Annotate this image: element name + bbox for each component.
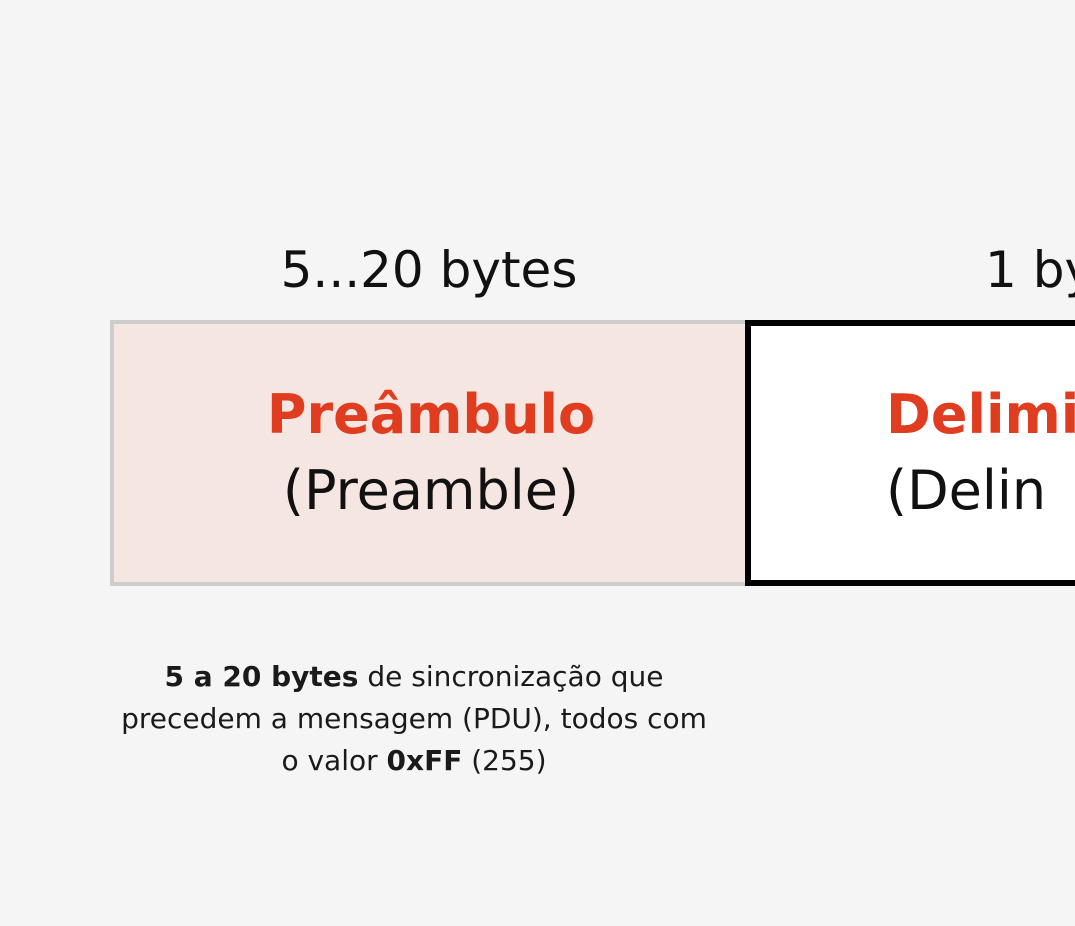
delimiter-size-label: 1 by [985,241,1075,299]
preamble-field-name: Preâmbulo [266,383,596,446]
preamble-description-bold-value: 0xFF [386,744,463,777]
delimiter-field-name: Delimi [886,383,1075,446]
preamble-description: 5 a 20 bytes de sincronização que preced… [110,656,718,782]
preamble-size-label: 5...20 bytes [280,241,578,299]
delimiter-field-box: Delimi (Delin [745,320,1075,586]
preamble-field-box: Preâmbulo (Preamble) [110,320,748,586]
preamble-field-english-name: (Preamble) [282,459,580,522]
delimiter-field-english-name: (Delin [886,459,1047,522]
preamble-description-text-end: (255) [462,744,547,777]
preamble-description-text: de sincronização que precedem a mensagem… [121,660,707,777]
preamble-description-bold-size: 5 a 20 bytes [164,660,359,693]
